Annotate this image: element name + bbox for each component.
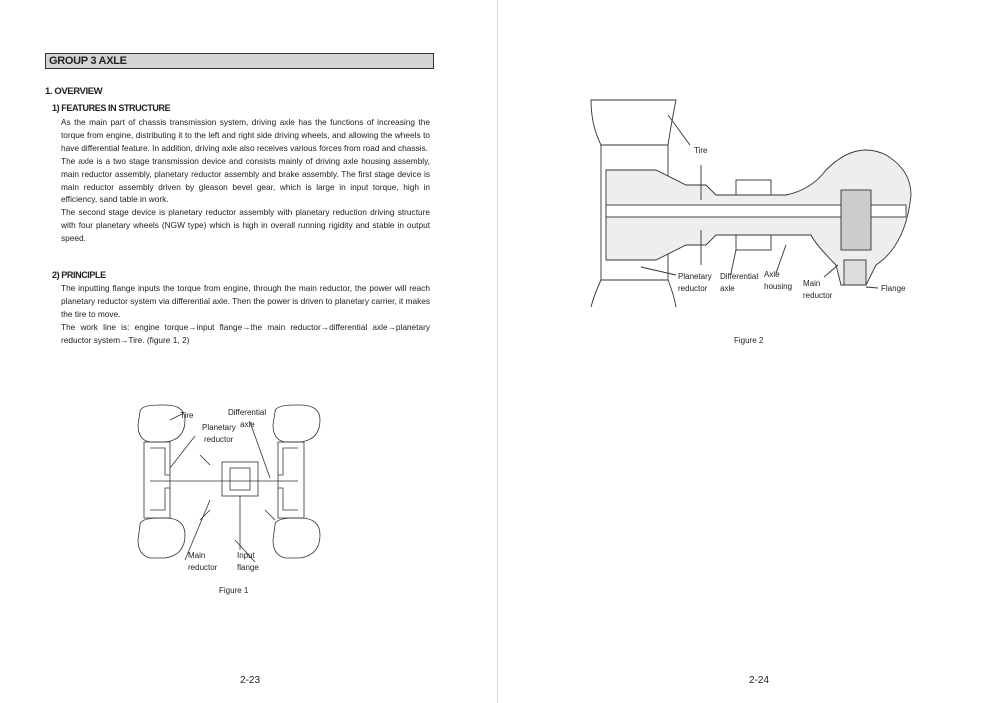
principle-text: The inputting flange inputs the torque f… [61,282,430,347]
label-input: Input [237,551,256,560]
right-page: Tire Planetary reductor Differential axl… [497,0,994,703]
figure-2-caption: Figure 2 [734,336,764,345]
label-flange: flange [237,563,259,572]
label-tire: Tire [180,411,194,420]
paragraph: As the main part of chassis transmission… [61,117,430,153]
label-reductor: reductor [204,435,234,444]
figure-2-labels: Tire Planetary reductor Differential axl… [678,146,906,300]
section-title: 1. OVERVIEW [45,86,103,97]
label-axle: axle [240,420,255,429]
label-main: Main [188,551,205,560]
label-housing: housing [764,282,792,291]
page-number: 2-23 [240,675,261,686]
principle-heading: 2) PRINCIPLE [52,270,106,280]
paragraph: The work line is: engine torque→input fl… [61,321,430,345]
figure-2-drawing [590,99,912,308]
figure-1-caption: Figure 1 [219,586,249,595]
features-heading: 1) FEATURES IN STRUCTURE [52,103,171,113]
paragraph: The second stage device is planetary red… [61,207,430,244]
label-main-reductor: reductor [188,563,218,572]
label-differential: Differential [720,272,758,281]
label-planetary-reductor: reductor [678,284,708,293]
label-differential-axle: axle [720,284,735,293]
group-title: GROUP 3 AXLE [45,53,434,69]
label-flange: Flange [881,284,906,293]
paragraph: The inputting flange inputs the torque f… [61,283,430,319]
features-text: As the main part of chassis transmission… [61,116,430,245]
label-axle: Axle [764,270,780,279]
left-page: GROUP 3 AXLE 1. OVERVIEW 1) FEATURES IN … [0,0,496,703]
label-main-reductor: reductor [803,291,833,300]
label-planetary: Planetary [678,272,712,281]
page-number: 2-24 [749,675,770,686]
label-differential: Differential [228,408,266,417]
figure-1-diagram: Tire Differential axle Planetary reducto… [137,404,321,572]
paragraph: The axle is a two stage transmission dev… [61,155,430,205]
label-planetary: Planetary [202,423,236,432]
label-main: Main [803,279,820,288]
label-tire: Tire [694,146,708,155]
